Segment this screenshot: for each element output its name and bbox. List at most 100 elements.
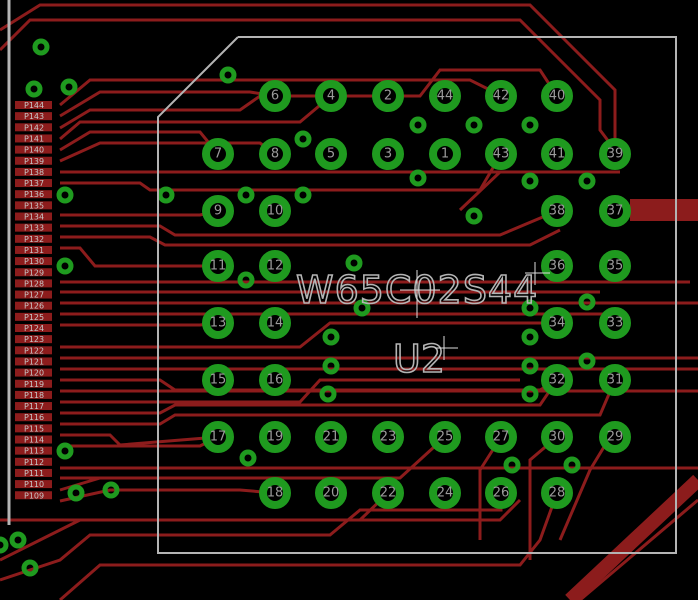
via[interactable] [237, 271, 255, 289]
via[interactable] [32, 38, 50, 56]
edge-pin-pad[interactable] [15, 346, 52, 355]
edge-pin-pad[interactable] [15, 491, 52, 500]
edge-pin-pad[interactable] [15, 290, 52, 299]
trace[interactable] [558, 436, 612, 541]
edge-pin-pad[interactable] [15, 223, 52, 232]
trace[interactable] [59, 492, 559, 600]
via[interactable] [219, 66, 237, 84]
edge-pin-pad[interactable] [15, 167, 52, 176]
edge-pin-pad[interactable] [15, 123, 52, 132]
pad-36[interactable]: 36 [541, 250, 573, 282]
via[interactable] [237, 186, 255, 204]
trace[interactable] [60, 153, 503, 192]
via[interactable] [409, 116, 427, 134]
via[interactable] [409, 169, 427, 187]
trace[interactable] [60, 321, 219, 327]
pad-23[interactable]: 23 [372, 421, 404, 453]
pad-20[interactable]: 20 [315, 477, 347, 509]
component-name-label[interactable]: U2 [392, 336, 446, 382]
via[interactable] [322, 328, 340, 346]
trace[interactable] [60, 379, 617, 426]
edge-pin-pad[interactable] [15, 357, 52, 366]
pad-11[interactable]: 11 [202, 250, 234, 282]
edge-pin-pad[interactable] [15, 179, 52, 188]
pad-29[interactable]: 29 [599, 421, 631, 453]
edge-pin-pad[interactable] [15, 201, 52, 210]
edge-pin-pad[interactable] [15, 457, 52, 466]
edge-pin-pad[interactable] [15, 424, 52, 433]
pad-37[interactable]: 37 [599, 195, 631, 227]
via[interactable] [0, 536, 9, 554]
pad-14[interactable]: 14 [259, 307, 291, 339]
trace[interactable] [579, 498, 698, 600]
via[interactable] [56, 257, 74, 275]
pad-19[interactable]: 19 [259, 421, 291, 453]
pad-17[interactable]: 17 [202, 421, 234, 453]
via[interactable] [102, 481, 120, 499]
pad-5[interactable]: 5 [315, 138, 347, 170]
pad-25[interactable]: 25 [429, 421, 461, 453]
via[interactable] [56, 186, 74, 204]
pad-40[interactable]: 40 [541, 80, 573, 112]
pad-42[interactable]: 42 [485, 80, 517, 112]
edge-pin-pad[interactable] [15, 446, 52, 455]
trace[interactable] [60, 379, 559, 415]
pad-38[interactable]: 38 [541, 195, 573, 227]
pad-34[interactable]: 34 [541, 307, 573, 339]
edge-pin-pad[interactable] [15, 480, 52, 489]
via[interactable] [521, 299, 539, 317]
edge-pin-pad[interactable] [15, 279, 52, 288]
pad-2[interactable]: 2 [372, 80, 404, 112]
pad-43[interactable]: 43 [485, 138, 517, 170]
edge-pin-pad[interactable] [15, 190, 52, 199]
trace[interactable] [60, 209, 558, 237]
trace[interactable] [59, 488, 276, 503]
pad-3[interactable]: 3 [372, 138, 404, 170]
via[interactable] [9, 531, 27, 549]
via[interactable] [322, 357, 340, 375]
via[interactable] [578, 172, 596, 190]
via[interactable] [56, 442, 74, 460]
via[interactable] [521, 328, 539, 346]
pad-10[interactable]: 10 [259, 195, 291, 227]
edge-pin-pad[interactable] [15, 112, 52, 121]
via[interactable] [21, 559, 39, 577]
pad-15[interactable]: 15 [202, 364, 234, 396]
trace[interactable] [458, 170, 560, 212]
pad-8[interactable]: 8 [259, 138, 291, 170]
via[interactable] [294, 186, 312, 204]
edge-pin-pad[interactable] [15, 413, 52, 422]
pad-4[interactable]: 4 [315, 80, 347, 112]
pad-1[interactable]: 1 [429, 138, 461, 170]
edge-pin-pad[interactable] [15, 390, 52, 399]
via[interactable] [157, 186, 175, 204]
pad-6[interactable]: 6 [259, 80, 291, 112]
pad-7[interactable]: 7 [202, 138, 234, 170]
trace[interactable] [0, 18, 617, 151]
via[interactable] [319, 385, 337, 403]
pad-33[interactable]: 33 [599, 307, 631, 339]
pad-41[interactable]: 41 [541, 138, 573, 170]
via[interactable] [345, 254, 363, 272]
via[interactable] [465, 207, 483, 225]
edge-pin-pad[interactable] [15, 245, 52, 254]
via[interactable] [521, 116, 539, 134]
pad-26[interactable]: 26 [485, 477, 517, 509]
via[interactable] [353, 299, 371, 317]
pad-27[interactable]: 27 [485, 421, 517, 453]
trace[interactable] [60, 433, 219, 447]
via[interactable] [521, 385, 539, 403]
via[interactable] [294, 130, 312, 148]
via[interactable] [521, 172, 539, 190]
trace[interactable] [60, 246, 218, 268]
via[interactable] [578, 352, 596, 370]
power-trace[interactable] [565, 474, 698, 600]
power-trace[interactable] [630, 199, 698, 221]
edge-pin-pad[interactable] [15, 145, 52, 154]
edge-pin-pad[interactable] [15, 368, 52, 377]
edge-pin-pad[interactable] [15, 101, 52, 109]
edge-pin-pad[interactable] [15, 301, 52, 310]
via[interactable] [503, 456, 521, 474]
trace[interactable] [60, 321, 560, 349]
